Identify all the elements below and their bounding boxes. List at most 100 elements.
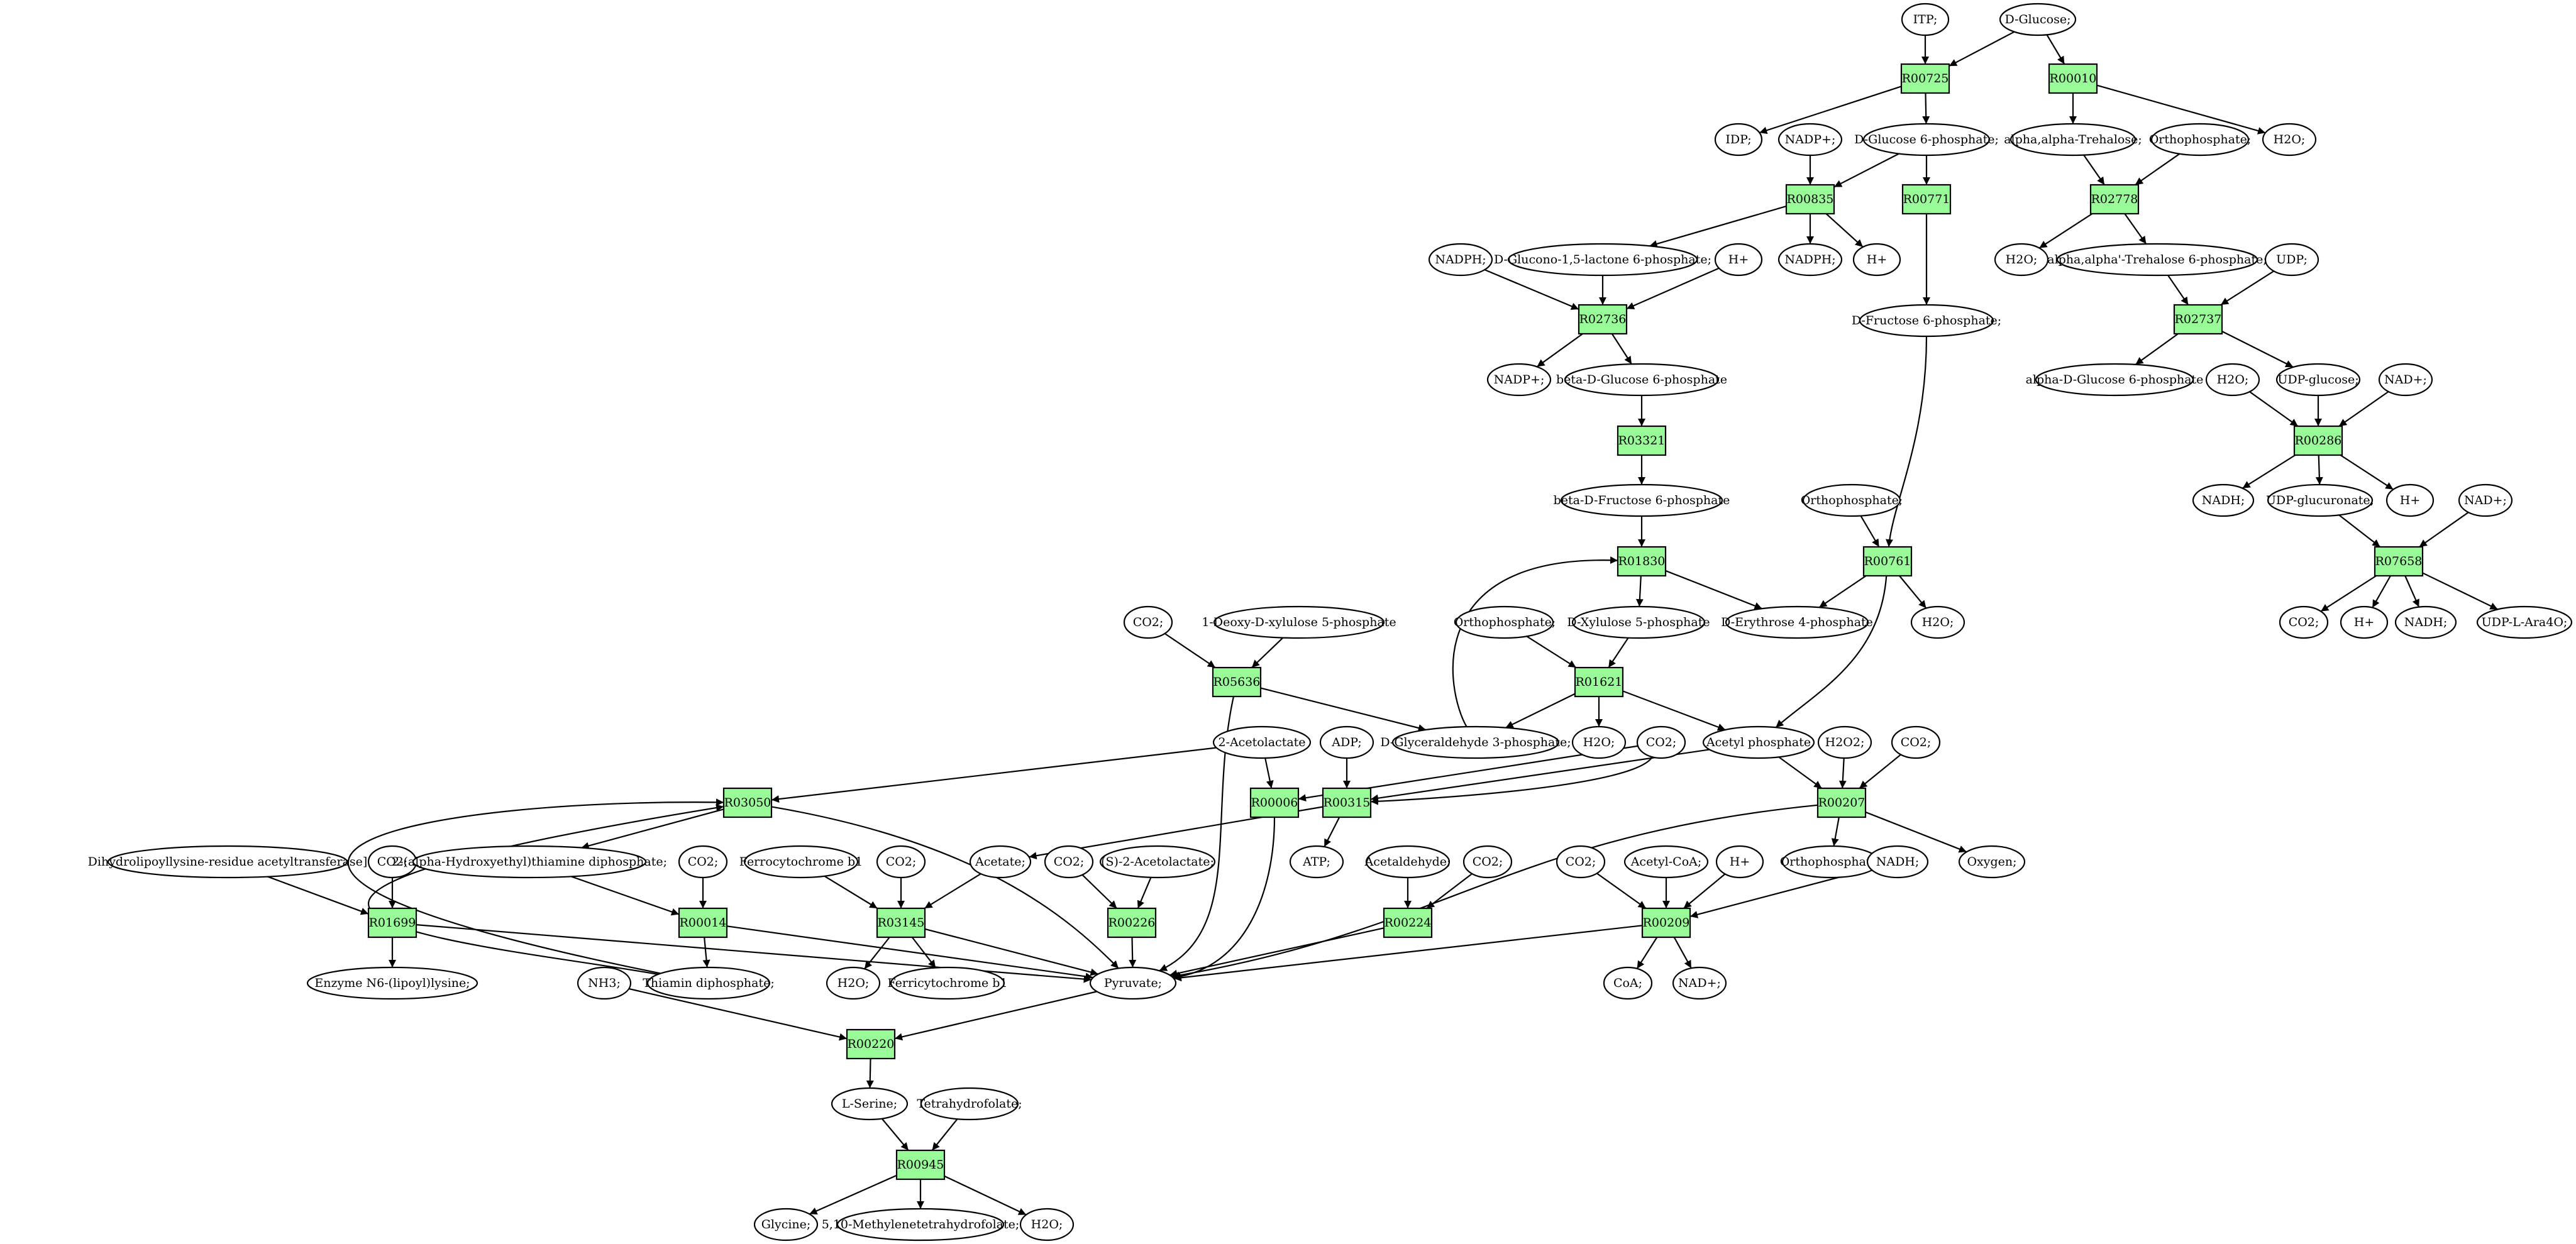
metabolite-node-x5p[interactable]: D-Xylulose 5-phosphate bbox=[1567, 605, 1710, 639]
metabolite-node-co2_d[interactable]: CO2; bbox=[1891, 725, 1941, 759]
metabolite-node-h2o_c[interactable]: H2O; bbox=[2205, 363, 2260, 397]
metabolite-node-coa[interactable]: CoA; bbox=[1603, 966, 1653, 1000]
reaction-node-R00220[interactable]: R00220 bbox=[846, 1028, 896, 1060]
reaction-node-R05636[interactable]: R05636 bbox=[1212, 666, 1262, 698]
metabolite-node-nad1[interactable]: NAD+; bbox=[2378, 363, 2433, 397]
reaction-node-R02737[interactable]: R02737 bbox=[2173, 304, 2223, 335]
metabolite-node-methylene_thf[interactable]: 5,10-Methylenetetrahydrofolate; bbox=[822, 1208, 1020, 1241]
metabolite-node-nadh2[interactable]: NADH; bbox=[2394, 605, 2457, 639]
metabolite-node-hplus4[interactable]: H+ bbox=[2340, 605, 2389, 639]
reaction-node-R00945[interactable]: R00945 bbox=[895, 1149, 946, 1181]
metabolite-node-g3p[interactable]: D-Glyceraldehyde 3-phosphate; bbox=[1380, 725, 1571, 759]
metabolite-node-thf[interactable]: Tetrahydrofolate; bbox=[917, 1087, 1022, 1121]
metabolite-node-h2o_f[interactable]: H2O; bbox=[826, 966, 881, 1000]
metabolite-node-lipoyllysine[interactable]: Enzyme N6-(lipoyl)lysine; bbox=[306, 966, 478, 1000]
reaction-node-R01621[interactable]: R01621 bbox=[1574, 666, 1624, 698]
metabolite-node-orthop1[interactable]: Orthophosphate; bbox=[2149, 123, 2252, 157]
reaction-node-R03145[interactable]: R03145 bbox=[876, 907, 926, 939]
metabolite-node-udp[interactable]: UDP; bbox=[2264, 243, 2319, 277]
reaction-node-R00286[interactable]: R00286 bbox=[2293, 425, 2343, 456]
metabolite-node-dlat[interactable]: Dihydrolipoyllysine-residue acetyltransf… bbox=[88, 845, 368, 879]
reaction-node-R00014[interactable]: R00014 bbox=[678, 907, 728, 939]
metabolite-node-hethpp[interactable]: 2-(alpha-Hydroxyethyl)thiamine diphospha… bbox=[392, 845, 667, 879]
reaction-node-R00835[interactable]: R00835 bbox=[1785, 184, 1835, 215]
metabolite-node-acetolactate[interactable]: 2-Acetolactate bbox=[1212, 725, 1312, 759]
metabolite-node-bg6p[interactable]: beta-D-Glucose 6-phosphate bbox=[1556, 363, 1727, 397]
metabolite-node-h2o_g[interactable]: H2O; bbox=[1019, 1208, 1075, 1241]
metabolite-node-pyruvate[interactable]: Pyruvate; bbox=[1089, 966, 1177, 1000]
metabolite-node-oxygen[interactable]: Oxygen; bbox=[1958, 845, 2026, 879]
metabolite-node-acetate[interactable]: Acetate; bbox=[969, 845, 1032, 879]
metabolite-node-orthop4[interactable]: Orthophosphate; bbox=[1780, 845, 1882, 879]
metabolite-node-h2o_a[interactable]: H2O; bbox=[2262, 123, 2317, 157]
reaction-node-R00761[interactable]: R00761 bbox=[1862, 546, 1913, 577]
metabolite-node-h2o_d[interactable]: H2O; bbox=[1910, 605, 1965, 639]
reaction-node-R00315[interactable]: R00315 bbox=[1322, 787, 1372, 818]
metabolite-node-udpglc[interactable]: UDP-glucose; bbox=[2275, 363, 2361, 397]
metabolite-node-nh3[interactable]: NH3; bbox=[577, 966, 632, 1000]
metabolite-node-glycine[interactable]: Glycine; bbox=[753, 1208, 819, 1241]
metabolite-node-nad2[interactable]: NAD+; bbox=[2458, 483, 2513, 517]
metabolite-node-co2_e[interactable]: CO2; bbox=[367, 845, 417, 879]
reaction-node-R02778[interactable]: R02778 bbox=[2089, 184, 2140, 215]
metabolite-node-nadp2[interactable]: NADP+; bbox=[1486, 363, 1552, 397]
reaction-node-R00771[interactable]: R00771 bbox=[1901, 184, 1952, 215]
reaction-node-R00725[interactable]: R00725 bbox=[1900, 63, 1950, 94]
metabolite-node-dglucose[interactable]: D-Glucose; bbox=[1999, 3, 2077, 36]
metabolite-node-co2_i[interactable]: CO2; bbox=[1462, 845, 1513, 879]
metabolite-node-co2_g[interactable]: CO2; bbox=[876, 845, 926, 879]
metabolite-node-co2_f[interactable]: CO2; bbox=[678, 845, 728, 879]
reaction-node-R00209[interactable]: R00209 bbox=[1641, 907, 1691, 939]
reaction-node-R00224[interactable]: R00224 bbox=[1383, 907, 1433, 939]
metabolite-node-ferrocyt[interactable]: Ferrocytochrome b1 bbox=[739, 845, 863, 879]
metabolite-node-hplus3[interactable]: H+ bbox=[2385, 483, 2435, 517]
metabolite-node-nadph2[interactable]: NADPH; bbox=[1777, 243, 1843, 277]
metabolite-node-co2_c[interactable]: CO2; bbox=[1636, 725, 1686, 759]
metabolite-node-h2o2[interactable]: H2O2; bbox=[1817, 725, 1872, 759]
reaction-node-R00226[interactable]: R00226 bbox=[1107, 907, 1157, 939]
metabolite-node-h2o_b[interactable]: H2O; bbox=[1994, 243, 2049, 277]
metabolite-node-nadp1[interactable]: NADP+; bbox=[1777, 123, 1843, 157]
reaction-node-R02736[interactable]: R02736 bbox=[1578, 304, 1628, 335]
metabolite-node-hplus1[interactable]: H+ bbox=[1714, 243, 1763, 277]
metabolite-node-thiamin[interactable]: Thiamin diphosphate; bbox=[643, 966, 775, 1000]
metabolite-node-atp[interactable]: ATP; bbox=[1289, 845, 1344, 879]
metabolite-node-udpgluc[interactable]: UDP-glucuronate; bbox=[2266, 483, 2374, 517]
reaction-node-R01830[interactable]: R01830 bbox=[1617, 546, 1667, 577]
metabolite-node-nad3[interactable]: NAD+; bbox=[1672, 966, 1727, 1000]
metabolite-node-glucono[interactable]: D-Glucono-1,5-lactone 6-phosphate; bbox=[1494, 243, 1711, 277]
metabolite-node-acetylp[interactable]: Acetyl phosphate bbox=[1702, 725, 1815, 759]
metabolite-node-co2_j[interactable]: CO2; bbox=[1556, 845, 1606, 879]
reaction-node-R07658[interactable]: R07658 bbox=[2374, 546, 2424, 577]
metabolite-node-tre6p[interactable]: alpha,alpha'-Trehalose 6-phosphate; bbox=[2047, 243, 2267, 277]
metabolite-node-orthop3[interactable]: Orthophosphate; bbox=[1454, 605, 1556, 639]
reaction-node-R03050[interactable]: R03050 bbox=[722, 787, 773, 818]
metabolite-node-co2_a[interactable]: CO2; bbox=[1123, 605, 1173, 639]
metabolite-node-sacetolactate[interactable]: (S)-2-Acetolactate; bbox=[1099, 845, 1216, 879]
metabolite-node-ag6p[interactable]: alpha-D-Glucose 6-phosphate bbox=[2026, 363, 2204, 397]
metabolite-node-h2o_e[interactable]: H2O; bbox=[1571, 725, 1627, 759]
metabolite-node-acetaldehyde[interactable]: Acetaldehyde; bbox=[1364, 845, 1451, 879]
metabolite-node-nadh3[interactable]: NADH; bbox=[1866, 845, 1929, 879]
metabolite-node-orthop2[interactable]: Orthophosphate; bbox=[1801, 483, 1903, 517]
reaction-node-R00207[interactable]: R00207 bbox=[1816, 787, 1867, 818]
metabolite-node-ferricyt[interactable]: Ferricytochrome b1 bbox=[887, 966, 1008, 1000]
reaction-node-R03321[interactable]: R03321 bbox=[1617, 425, 1667, 456]
metabolite-node-co2_b[interactable]: CO2; bbox=[2279, 605, 2329, 639]
metabolite-node-f6p[interactable]: D-Fructose 6-phosphate; bbox=[1852, 304, 2001, 338]
metabolite-node-itp[interactable]: ITP; bbox=[1901, 3, 1950, 36]
metabolite-node-serine[interactable]: L-Serine; bbox=[831, 1087, 909, 1121]
metabolite-node-nadh1[interactable]: NADH; bbox=[2192, 483, 2255, 517]
metabolite-node-trehalose[interactable]: alpha,alpha-Trehalose; bbox=[2004, 123, 2142, 157]
metabolite-node-acetylcoa[interactable]: Acetyl-CoA; bbox=[1623, 845, 1709, 879]
metabolite-node-g6p[interactable]: D-Glucose 6-phosphate; bbox=[1854, 123, 1999, 157]
metabolite-node-nadph1[interactable]: NADPH; bbox=[1428, 243, 1493, 277]
metabolite-node-adp[interactable]: ADP; bbox=[1319, 725, 1374, 759]
metabolite-node-dxp[interactable]: 1-Deoxy-D-xylulose 5-phosphate bbox=[1202, 605, 1396, 639]
reaction-node-R01699[interactable]: R01699 bbox=[367, 907, 417, 939]
reaction-node-R00010[interactable]: R00010 bbox=[2048, 63, 2098, 94]
metabolite-node-co2_h[interactable]: CO2; bbox=[1044, 845, 1094, 879]
metabolite-node-hplus5[interactable]: H+ bbox=[1715, 845, 1764, 879]
reaction-node-R00006[interactable]: R00006 bbox=[1249, 787, 1300, 818]
metabolite-node-e4p[interactable]: D-Erythrose 4-phosphate bbox=[1721, 605, 1873, 639]
